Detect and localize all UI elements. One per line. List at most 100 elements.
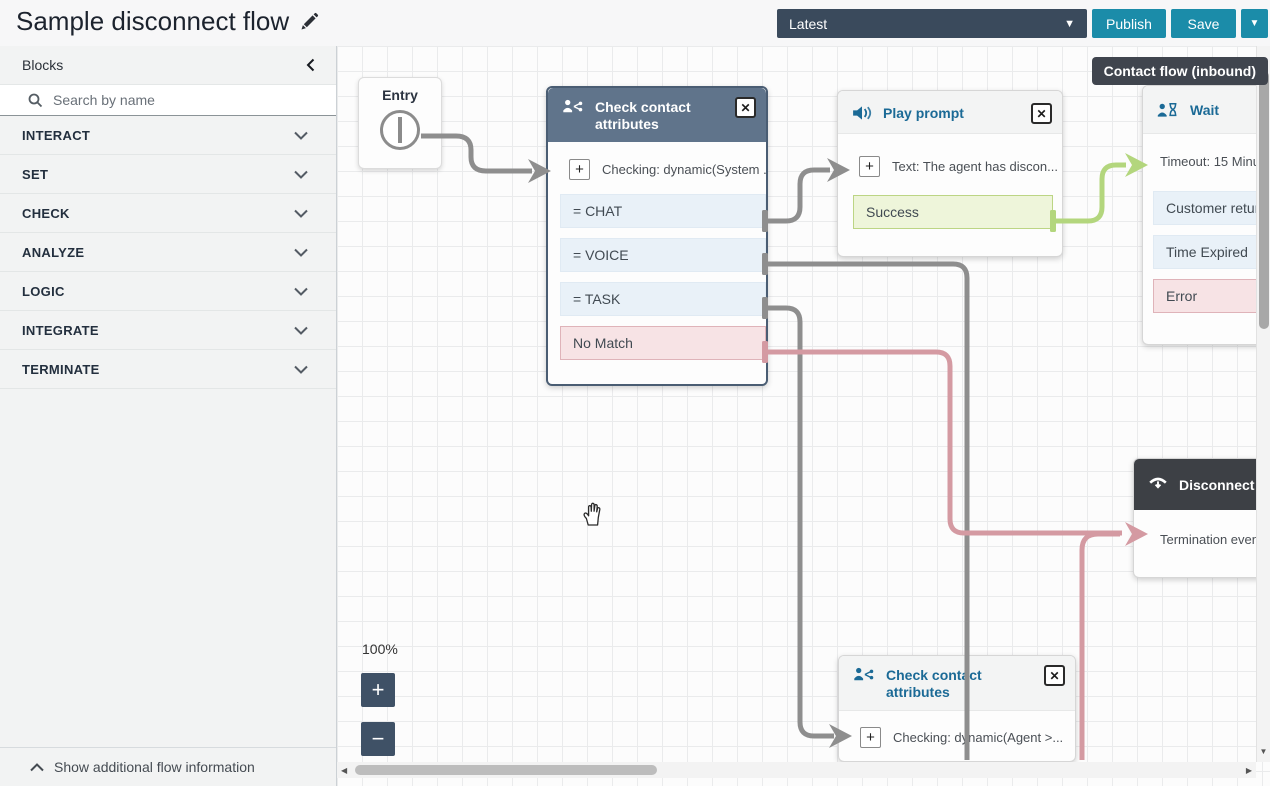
block-title: Check contact attributes (595, 99, 691, 132)
parameter-text: Text: The agent has discon... (892, 159, 1058, 174)
plus-icon[interactable]: + (860, 727, 881, 748)
close-icon[interactable]: ✕ (1031, 103, 1052, 124)
branch-voice[interactable]: = VOICE (560, 238, 766, 272)
chevron-down-icon (294, 365, 308, 374)
sidebar-category-set[interactable]: SET (0, 155, 336, 194)
chevron-down-icon: ▼ (1064, 17, 1075, 30)
block-parameter[interactable]: + Checking: dynamic(System ... (548, 159, 766, 180)
block-title: Play prompt (883, 105, 964, 121)
block-header: Check contact attributes ✕ (839, 656, 1075, 711)
zoom-out-button[interactable]: − (361, 722, 395, 756)
show-flow-information-toggle[interactable]: Show additional flow information (0, 747, 336, 786)
block-title: Disconnect (1179, 477, 1255, 493)
save-options-caret-button[interactable]: ▼ (1241, 9, 1268, 38)
chevron-up-icon (30, 762, 44, 771)
disconnect-icon (1149, 477, 1167, 489)
block-header: Check contact attributes ✕ (548, 88, 766, 142)
chevron-down-icon (294, 248, 308, 257)
category-label: CHECK (22, 205, 70, 221)
block-disconnect[interactable]: Disconnect Termination event (1133, 458, 1270, 578)
wait-icon (1157, 103, 1177, 117)
block-check-contact-attributes-1[interactable]: Check contact attributes ✕ + Checking: d… (546, 86, 768, 386)
sidebar-category-integrate[interactable]: INTEGRATE (0, 311, 336, 350)
block-parameter[interactable]: Timeout: 15 Minu (1143, 154, 1270, 169)
blocks-sidebar: Blocks INTERACT SET CHECK ANALYZE LOGIC … (0, 46, 337, 786)
search-icon (28, 93, 43, 107)
flow-canvas[interactable]: Entry Check contact attributes ✕ + Check… (337, 46, 1270, 786)
close-icon[interactable]: ✕ (1044, 665, 1065, 686)
blocks-panel-title: Blocks (22, 57, 64, 73)
scroll-right-arrow-icon[interactable]: ▶ (1245, 766, 1252, 775)
horizontal-scrollbar: ◀ ▶ (337, 762, 1256, 778)
blocks-panel-header: Blocks (0, 46, 336, 84)
plus-icon[interactable]: + (859, 156, 880, 177)
top-header: Sample disconnect flow Latest ▼ Publish … (0, 0, 1270, 46)
branch-customer-returned[interactable]: Customer retur (1153, 191, 1270, 225)
block-header: Disconnect (1134, 459, 1270, 510)
publish-button[interactable]: Publish (1092, 9, 1166, 38)
sidebar-category-logic[interactable]: LOGIC (0, 272, 336, 311)
collapse-panel-button[interactable] (304, 58, 318, 72)
entry-point-icon (380, 110, 420, 150)
category-label: TERMINATE (22, 361, 100, 377)
block-check-contact-attributes-2[interactable]: Check contact attributes ✕ + Checking: d… (838, 655, 1076, 762)
block-parameter[interactable]: + Text: The agent has discon... (838, 156, 1062, 177)
page-title: Sample disconnect flow (16, 6, 319, 37)
parameter-text: Checking: dynamic(Agent >... (893, 730, 1064, 745)
parameter-text: Timeout: 15 Minu (1160, 154, 1260, 169)
parameter-text: Termination event (1160, 532, 1263, 547)
check-contact-attributes-icon (563, 99, 583, 113)
flow-type-badge: Contact flow (inbound) (1091, 57, 1268, 85)
check-contact-attributes-icon (854, 667, 874, 681)
block-header: Wait (1143, 86, 1270, 134)
horizontal-scrollbar-thumb[interactable] (355, 765, 657, 775)
branch-time-expired[interactable]: Time Expired (1153, 235, 1270, 269)
hand-grab-cursor (581, 501, 604, 532)
edit-pencil-icon[interactable] (299, 12, 319, 32)
version-selector[interactable]: Latest ▼ (777, 9, 1087, 38)
branch-chat[interactable]: = CHAT (560, 194, 766, 228)
chevron-left-icon (306, 58, 315, 72)
zoom-in-button[interactable]: + (361, 673, 395, 707)
category-label: ANALYZE (22, 244, 85, 260)
scroll-left-arrow-icon[interactable]: ◀ (341, 766, 348, 775)
entry-label: Entry (382, 87, 418, 103)
sidebar-category-analyze[interactable]: ANALYZE (0, 233, 336, 272)
branch-task[interactable]: = TASK (560, 282, 766, 316)
block-wait[interactable]: Wait Timeout: 15 Minu Customer retur Tim… (1142, 85, 1270, 345)
plus-icon[interactable]: + (569, 159, 590, 180)
chevron-down-icon (294, 209, 308, 218)
branch-success[interactable]: Success (853, 195, 1053, 229)
sidebar-category-check[interactable]: CHECK (0, 194, 336, 233)
sidebar-category-terminate[interactable]: TERMINATE (0, 350, 336, 389)
chevron-down-icon (294, 131, 308, 140)
entry-block[interactable]: Entry (358, 77, 442, 169)
search-input[interactable] (53, 92, 293, 108)
vertical-scrollbar: ▼ (1256, 46, 1270, 762)
chevron-down-icon (294, 170, 308, 179)
block-title: Wait (1190, 102, 1220, 118)
category-label: LOGIC (22, 283, 65, 299)
block-title: Check contact attributes (886, 667, 982, 700)
zoom-level-label: 100% (362, 641, 398, 657)
vertical-scrollbar-thumb[interactable] (1259, 71, 1269, 329)
chevron-down-icon (294, 287, 308, 296)
category-label: SET (22, 166, 49, 182)
save-button[interactable]: Save (1171, 9, 1236, 38)
block-parameter[interactable]: Termination event (1134, 532, 1270, 547)
block-search-row (0, 84, 336, 116)
chevron-down-icon (294, 326, 308, 335)
category-label: INTERACT (22, 127, 91, 143)
version-label: Latest (789, 15, 828, 32)
scroll-down-arrow-icon[interactable]: ▼ (1259, 747, 1268, 756)
branch-error[interactable]: Error (1153, 279, 1270, 313)
block-play-prompt[interactable]: Play prompt ✕ + Text: The agent has disc… (837, 90, 1063, 257)
branch-no-match[interactable]: No Match (560, 326, 766, 360)
flow-name: Sample disconnect flow (16, 6, 290, 36)
play-prompt-speaker-icon (853, 106, 872, 120)
block-parameter[interactable]: + Checking: dynamic(Agent >... (839, 727, 1075, 748)
category-label: INTEGRATE (22, 322, 99, 338)
block-header: Play prompt ✕ (838, 91, 1062, 134)
sidebar-category-interact[interactable]: INTERACT (0, 116, 336, 155)
close-icon[interactable]: ✕ (735, 97, 756, 118)
